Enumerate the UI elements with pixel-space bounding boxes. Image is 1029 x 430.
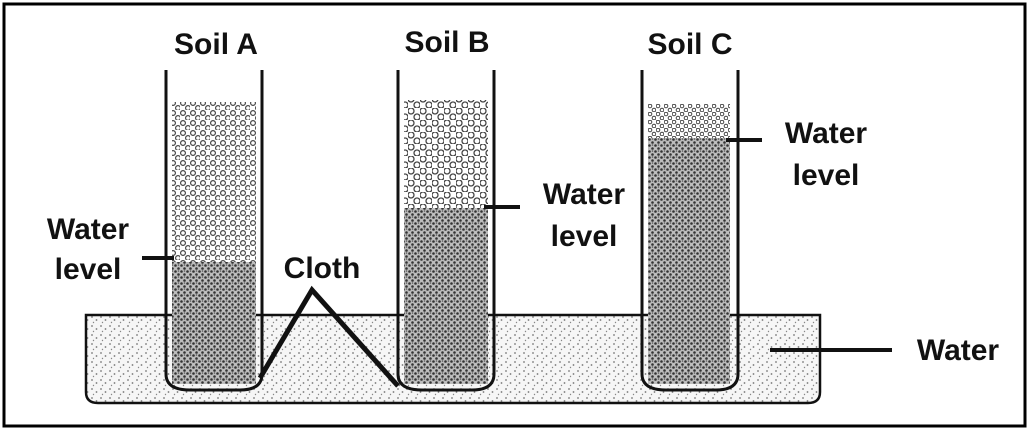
soil-c-label: Soil C	[647, 28, 732, 61]
soil-b-label: Soil B	[404, 26, 489, 59]
water-level-a-label: Water level	[47, 213, 130, 286]
tube-soil-c	[640, 70, 740, 392]
label-line: Water	[47, 213, 130, 246]
tube-a-wet-soil	[172, 262, 256, 384]
tube-b-glass	[396, 70, 496, 392]
water-level-c-label: Water level	[785, 117, 868, 192]
tube-c-dry-soil	[648, 104, 730, 138]
tube-b-dry-soil	[404, 100, 488, 208]
water-level-b-label: Water level	[543, 178, 626, 253]
label-line: level	[551, 220, 618, 253]
tube-c-glass	[640, 70, 740, 392]
label-line: Water	[543, 178, 626, 211]
label-line: Water	[785, 117, 868, 150]
tube-a-glass	[164, 70, 264, 392]
tube-soil-b	[396, 70, 496, 392]
cloth-strip	[257, 285, 400, 388]
tube-b-wet-soil	[404, 208, 488, 384]
label-line: level	[793, 159, 860, 192]
cloth-label: Cloth	[284, 252, 361, 285]
tube-soil-a	[164, 70, 264, 392]
tube-a-dry-soil	[172, 102, 256, 262]
tube-c-wet-soil	[648, 138, 730, 384]
water-label: Water	[917, 334, 1000, 367]
label-line: level	[55, 253, 122, 286]
soil-a-label: Soil A	[174, 28, 258, 61]
